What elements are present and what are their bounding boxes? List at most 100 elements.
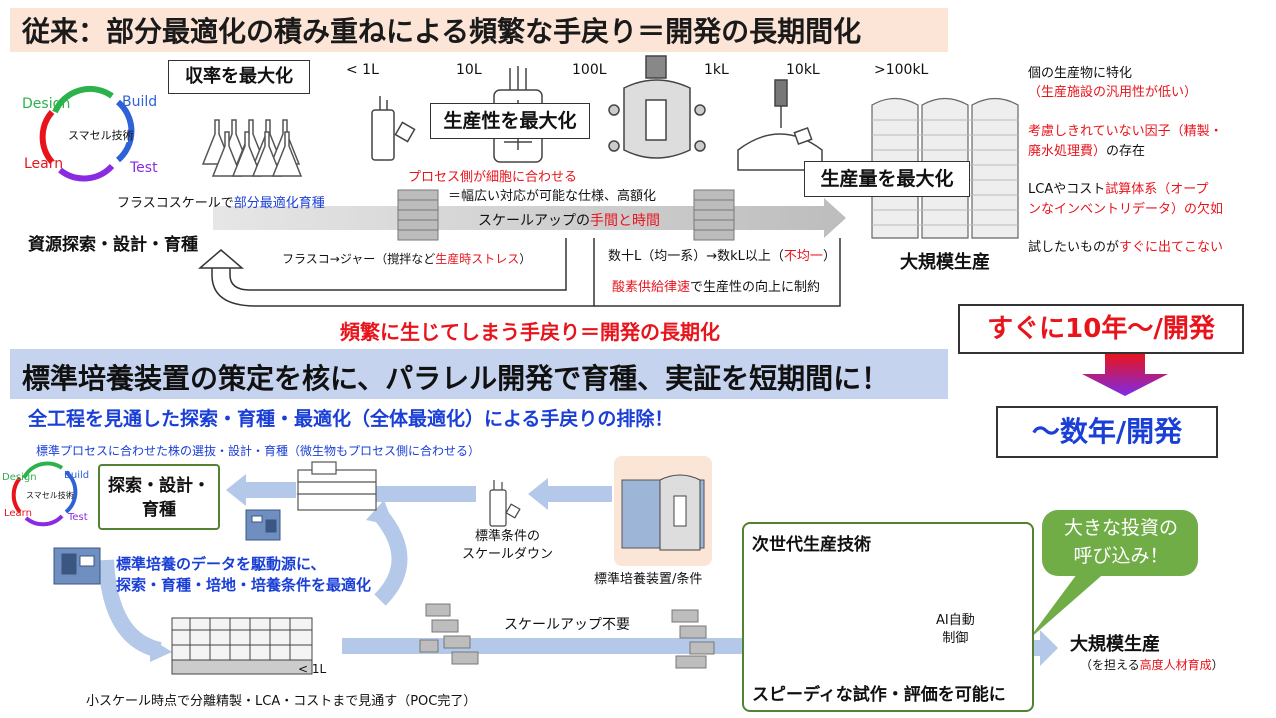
- search-design-line1: 探索・設計・: [108, 476, 210, 496]
- tank-10kl-icon: [737, 79, 823, 171]
- frequent-rework-label: 頻繁に生じてしまう手戻り＝開発の長期化: [340, 320, 720, 344]
- search-design-box: 探索・設計・ 育種: [98, 464, 220, 530]
- flask-jar-note-c: ）: [519, 252, 532, 266]
- investment-callout-bubble: [1028, 510, 1198, 640]
- oxygen-note-b: で生産性の向上に制約: [690, 280, 821, 295]
- investment-callout-text: 大きな投資の 呼び込み！: [1052, 514, 1190, 570]
- note-availability-a: 試したいものが: [1028, 240, 1120, 255]
- timeline-down-arrow: [1082, 354, 1168, 396]
- heterogeneity-note-a: 数十L（均一系）→数kL以上（: [608, 249, 784, 264]
- scale-label-100l: 100L: [572, 62, 607, 78]
- dbtl-bottom-learn: Learn: [4, 508, 32, 519]
- server-icon: [245, 509, 281, 541]
- dbtl-bottom-build: Build: [64, 470, 90, 481]
- dbtl-center-label: スマセル技術: [68, 129, 134, 142]
- investment-line2: 呼び込み！: [1073, 545, 1169, 567]
- scaledown-reactor-icon: [489, 480, 521, 527]
- top-title: 従来：部分最適化の積み重ねによる頻繁な手戻り＝開発の長期間化: [22, 15, 862, 48]
- talent-note: （を担える高度人材育成）: [1080, 656, 1224, 673]
- standard-data-line1: 標準培養のデータを駆動源に、: [116, 555, 326, 573]
- bottom-title: 標準培養装置の策定を核に、パラレル開発で育種、実証を短期間に！: [22, 362, 890, 395]
- note-specialized-line2: （生産施設の汎用性が低い）: [1028, 85, 1198, 100]
- small-scale-label: < 1L: [298, 662, 327, 676]
- broken-wall-1-icon: [419, 603, 479, 665]
- heterogeneity-note-b: 不均一: [783, 249, 823, 264]
- standard-data-note: 標準培養のデータを駆動源に、 探索・育種・培地・培養条件を最適化: [116, 554, 371, 596]
- note-specialized: 個の生産物に特化 （生産施設の汎用性が低い）: [1028, 64, 1197, 102]
- note-lca-line1b: 試算体系（オープ: [1105, 182, 1209, 197]
- note-factors-line2b: の存在: [1106, 144, 1146, 159]
- small-reactor-icon: [371, 96, 416, 161]
- scaledown-line1: 標準条件の: [475, 529, 541, 544]
- dbtl-bottom-design: Design: [2, 472, 37, 483]
- note-factors-line1: 考慮しきれていない因子（精製・: [1028, 124, 1223, 139]
- brick-wall-2-icon: [693, 189, 735, 241]
- dbtl-bottom-test: Test: [68, 512, 88, 523]
- top-title-band: [10, 8, 948, 52]
- standard-device-icon: [614, 456, 712, 566]
- scale-label-10l: 10L: [456, 62, 482, 78]
- reactor-1kl-icon: [608, 55, 706, 159]
- talent-note-c: ）: [1211, 658, 1224, 672]
- note-lca: LCAやコスト試算体系（オープ ンなインベントリデータ）の欠如: [1028, 180, 1223, 220]
- oxygen-note: 酸素供給律速で生産性の向上に制約: [612, 276, 820, 295]
- next-gen-title: 次世代生産技術: [752, 535, 871, 555]
- scaledown-line2: スケールダウン: [462, 547, 554, 562]
- note-lca-line1a: LCAやコスト: [1028, 182, 1106, 197]
- scale-label-10kl: 10kL: [786, 62, 820, 78]
- brick-wall-1-icon: [397, 189, 439, 241]
- dbtl-design-label: Design: [22, 96, 71, 112]
- rework-arrow: [197, 238, 841, 307]
- dbtl-build-label: Build: [122, 94, 158, 110]
- flask-jar-note: フラスコ→ジャー（撹拌など生産時ストレス）: [282, 250, 531, 267]
- dbtl-test-label: Test: [130, 160, 158, 176]
- scaleup-label: スケールアップの手間と時間: [478, 210, 660, 230]
- flask-jar-note-b: 生産時ストレス: [435, 252, 520, 266]
- poc-note: 小スケール時点で分離精製・LCA・コストまで見通す（POC完了）: [86, 694, 477, 709]
- parallel-reactor-array-icon: [171, 617, 313, 675]
- bottom-large-scale-label: 大規模生産: [1070, 634, 1160, 655]
- scaleup-label-b: 手間と時間: [590, 213, 660, 229]
- flask-scale-label-b: 部分最適化育種: [233, 196, 325, 211]
- scale-label-1l: < 1L: [346, 62, 379, 78]
- note-availability: 試したいものがすぐに出てこない: [1028, 236, 1223, 255]
- before-duration-box: すぐに10年〜/開発: [958, 304, 1244, 354]
- volume-box: 生産量を最大化: [804, 161, 970, 197]
- dbtl-cycle-top: [39, 85, 135, 182]
- analyzer-icon: [297, 461, 377, 511]
- resource-label: 資源探索・設計・育種: [28, 235, 198, 255]
- bottom-title-band: [10, 349, 948, 399]
- note-lca-line2: ンなインベントリデータ）の欠如: [1028, 202, 1224, 217]
- no-scaleup-label: スケールアップ不要: [504, 617, 630, 633]
- note-specialized-line1: 個の生産物に特化: [1028, 66, 1133, 81]
- productivity-box: 生産性を最大化: [430, 103, 590, 139]
- speedy-trial-label: スピーディな試作・評価を可能に: [752, 685, 1006, 705]
- large-scale-production-label: 大規模生産: [900, 252, 990, 273]
- dbtl-learn-label: Learn: [24, 156, 64, 172]
- heterogeneity-note: 数十L（均一系）→数kL以上（不均一）: [608, 245, 836, 264]
- process-note-black: ＝幅広い対応が可能な仕様、高額化: [448, 189, 657, 204]
- ai-control-line2: 制御: [942, 631, 969, 646]
- flask-scale-label: フラスコスケールで部分最適化育種: [117, 192, 325, 211]
- flask-group-icon: [201, 119, 303, 177]
- dbtl-cycle-bottom: [11, 461, 78, 527]
- investment-line1: 大きな投資の: [1063, 517, 1178, 539]
- talent-note-b: 高度人材育成: [1139, 658, 1212, 672]
- oxygen-note-a: 酸素供給律速: [612, 280, 691, 295]
- ai-control-line1: AI自動: [936, 613, 975, 628]
- broken-wall-2-icon: [671, 609, 715, 669]
- process-note-red: プロセス側が細胞に合わせる: [408, 170, 578, 185]
- standard-data-line2: 探索・育種・培地・培養条件を最適化: [116, 576, 372, 594]
- ai-control-label: AI自動 制御: [936, 612, 975, 648]
- flask-scale-label-a: フラスコスケールで: [117, 196, 234, 211]
- after-duration-box: 〜数年/開発: [996, 406, 1218, 458]
- scaledown-label: 標準条件の スケールダウン: [462, 528, 553, 564]
- next-gen-panel: [742, 522, 1034, 712]
- strain-selection-note: 標準プロセスに合わせた株の選抜・設計・育種（微生物もプロセス側に合わせる）: [36, 444, 481, 458]
- note-factors: 考慮しきれていない因子（精製・ 廃水処理費）の存在: [1028, 122, 1223, 162]
- bottom-subtitle: 全工程を見通した探索・育種・最適化（全体最適化）による手戻りの排除！: [28, 408, 674, 430]
- talent-note-a: （を担える: [1080, 658, 1140, 672]
- heterogeneity-note-c: ）: [822, 249, 836, 264]
- computer-icon: [53, 547, 101, 585]
- scale-label-100kl: >100kL: [874, 62, 929, 78]
